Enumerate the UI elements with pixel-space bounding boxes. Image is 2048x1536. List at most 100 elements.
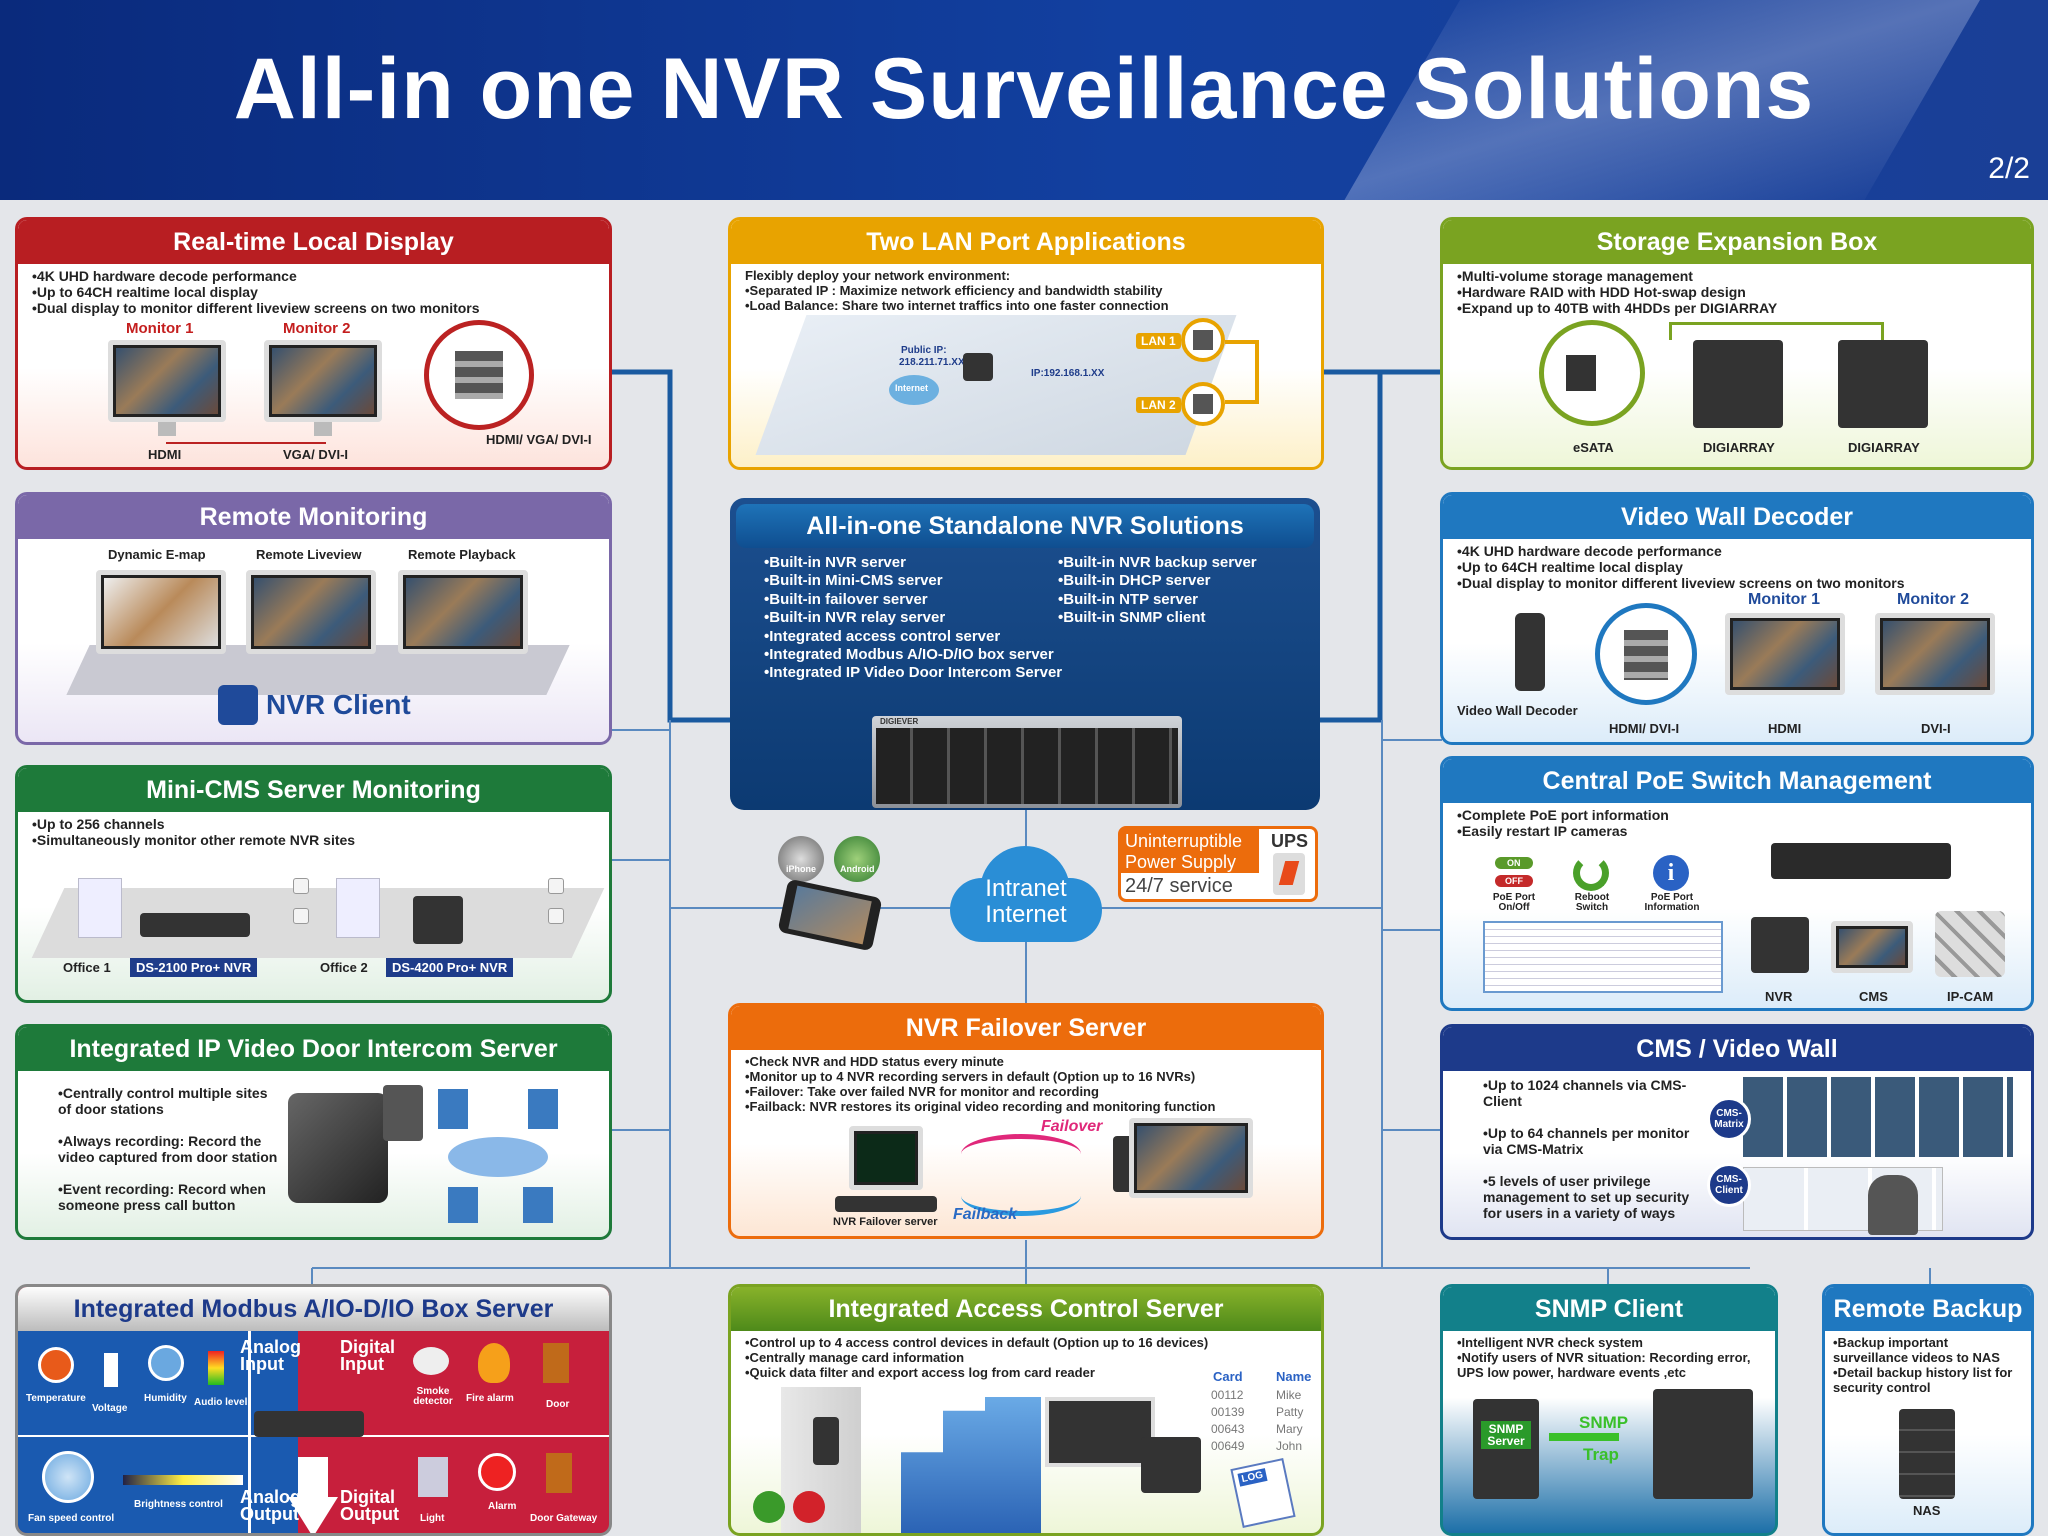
lan2-port-icon (1181, 382, 1225, 426)
panel-center-nvr: All-in-one Standalone NVR Solutions •Bui… (730, 498, 1320, 810)
digiarray-label: DIGIARRAY (1703, 440, 1775, 455)
realtime-bullet: •Up to 64CH realtime local display (32, 284, 258, 300)
videowall-bullet: •Up to 64CH realtime local display (1457, 559, 1683, 575)
card-cell: 00649 (1211, 1439, 1245, 1453)
connector-icon (1624, 630, 1668, 680)
hdmidvi-label: HDMI/ DVI-I (1609, 721, 1680, 736)
sensor-label: Voltage (92, 1403, 128, 1414)
name-cell: John (1276, 1439, 1303, 1453)
lan1-port-icon (1181, 318, 1225, 362)
cable-line (166, 442, 326, 444)
dout-label: Door Gateway (530, 1513, 598, 1524)
remote-title: Remote Monitoring (18, 495, 609, 539)
snmp-bullet: •Notify users of NVR situation: Recordin… (1457, 1350, 1751, 1380)
center-left-item: •Built-in NVR relay server (764, 609, 946, 627)
camera-icon (293, 908, 309, 924)
ups-line2: Power Supply (1125, 852, 1237, 872)
cms-label: CMS (1859, 989, 1888, 1004)
liveview-monitor (246, 570, 376, 654)
cms-client-badge: CMS-Client (1707, 1163, 1751, 1207)
poe-switch-device (1771, 843, 1951, 879)
center-right-item: •Built-in DHCP server (1058, 572, 1211, 590)
monitor1-label: Monitor 1 (126, 320, 194, 337)
office-building-icon (78, 878, 122, 938)
office2-label: Office 2 (320, 960, 368, 975)
failover-label: Failover (1041, 1118, 1103, 1135)
center-left-item: •Integrated IP Video Door Intercom Serve… (764, 664, 1063, 682)
analog-input-label: Analog Input (240, 1337, 301, 1374)
snmp-server-label: SNMP Server (1481, 1421, 1531, 1449)
minicms-bullet: •Up to 256 channels (32, 816, 165, 832)
center-left-item: •Integrated access control server (764, 627, 1001, 645)
log-label: LOG (1237, 1468, 1268, 1487)
trap-label: Trap (1583, 1445, 1619, 1464)
failback-label: Failback (953, 1206, 1018, 1223)
dout-label: Alarm (488, 1501, 517, 1512)
dout-label: Light (420, 1513, 445, 1524)
failback-arrow-icon (961, 1176, 1081, 1216)
videowall-bullet: •4K UHD hardware decode performance (1457, 543, 1722, 559)
intercom-bullet: •Event recording: Record when someone pr… (58, 1181, 266, 1213)
nvr-client-logo-icon (218, 685, 258, 725)
nvr-device (1653, 1389, 1753, 1499)
esata-port-circle (1539, 320, 1645, 426)
cms-matrix-badge: CMS-Matrix (1707, 1097, 1751, 1141)
nvr-small-icon (963, 353, 993, 381)
ipcam-label: IP-CAM (1947, 989, 1994, 1004)
hdmi-label: HDMI (1768, 721, 1802, 736)
door-phone-icon (383, 1085, 423, 1141)
fan-icon (42, 1451, 94, 1503)
twolan-bullet: •Load Balance: Share two internet traffi… (745, 298, 1169, 313)
poe-info-table (1483, 921, 1723, 993)
modbus-title: Integrated Modbus A/IO-D/IO Box Server (18, 1287, 609, 1331)
lan-ip-label: IP:192.168.1.XX (1031, 368, 1105, 379)
video-wall-screens (1743, 1077, 2013, 1157)
intercom-bullet: •Centrally control multiple sites of doo… (58, 1085, 268, 1117)
monitor-stand (158, 422, 176, 436)
info-label: PoE Port Information (1644, 892, 1700, 913)
realtime-bullet: •Dual display to monitor different livev… (32, 300, 480, 316)
vga-label: VGA/ DVI-I (283, 447, 349, 462)
backup-bullet: •Detail backup history list for security… (1833, 1365, 2013, 1395)
poe-off-toggle: OFF (1495, 875, 1533, 887)
humidity-icon (148, 1345, 184, 1381)
sensor-label: Humidity (144, 1393, 187, 1404)
vw-monitor-1 (1725, 613, 1845, 695)
hdmi-label: HDMI (148, 447, 182, 462)
center-left-item: •Built-in NVR server (764, 554, 906, 571)
buildings-icon (901, 1397, 1041, 1533)
port-circle (424, 320, 534, 430)
card-cell: 00139 (1211, 1405, 1245, 1419)
modbus-box-device (254, 1411, 364, 1437)
ipcam-icon (1935, 911, 2005, 977)
cms-title: CMS / Video Wall (1443, 1027, 2031, 1071)
header-banner: All-in one NVR Surveillance Solutions 2/… (0, 0, 2048, 200)
lan2-label: LAN 2 (1136, 397, 1181, 413)
panel-snmp: SNMP Client •Intelligent NVR check syste… (1440, 1284, 1778, 1536)
storage-bullet: •Hardware RAID with HDD Hot-swap design (1457, 284, 1746, 300)
intercom-bullet: •Always recording: Record the video capt… (58, 1133, 278, 1165)
card-reader-icon (813, 1417, 839, 1465)
playback-monitor (398, 570, 528, 654)
panel-video-wall-decoder: Video Wall Decoder •4K UHD hardware deco… (1440, 492, 2034, 745)
access-monitor (1045, 1397, 1155, 1467)
realtime-bullet: •4K UHD hardware decode performance (32, 268, 297, 284)
building-icon (528, 1089, 558, 1129)
center-title: All-in-one Standalone NVR Solutions (736, 504, 1314, 548)
decoder-device (1515, 613, 1545, 691)
trap-arrow-icon (1549, 1433, 1619, 1441)
minicms-title: Mini-CMS Server Monitoring (18, 768, 609, 812)
panel-two-lan: Two LAN Port Applications Flexibly deplo… (728, 217, 1324, 470)
panel-storage: Storage Expansion Box •Multi-volume stor… (1440, 217, 2034, 470)
reboot-icon (1573, 855, 1609, 891)
unlock-icon (753, 1491, 785, 1523)
ds4200-nvr-device (413, 896, 463, 944)
center-left-item: •Integrated Modbus A/IO-D/IO box server (764, 646, 1054, 664)
camera-icon (548, 878, 564, 894)
analog-output-label: Analog Output (240, 1487, 301, 1524)
cms-bullet: •Up to 64 channels per monitor via CMS-M… (1483, 1125, 1690, 1157)
panel-remote-backup: Remote Backup •Backup important surveill… (1822, 1284, 2034, 1536)
storage-link (1669, 322, 1884, 340)
intercom-title: Integrated IP Video Door Intercom Server (18, 1027, 609, 1071)
